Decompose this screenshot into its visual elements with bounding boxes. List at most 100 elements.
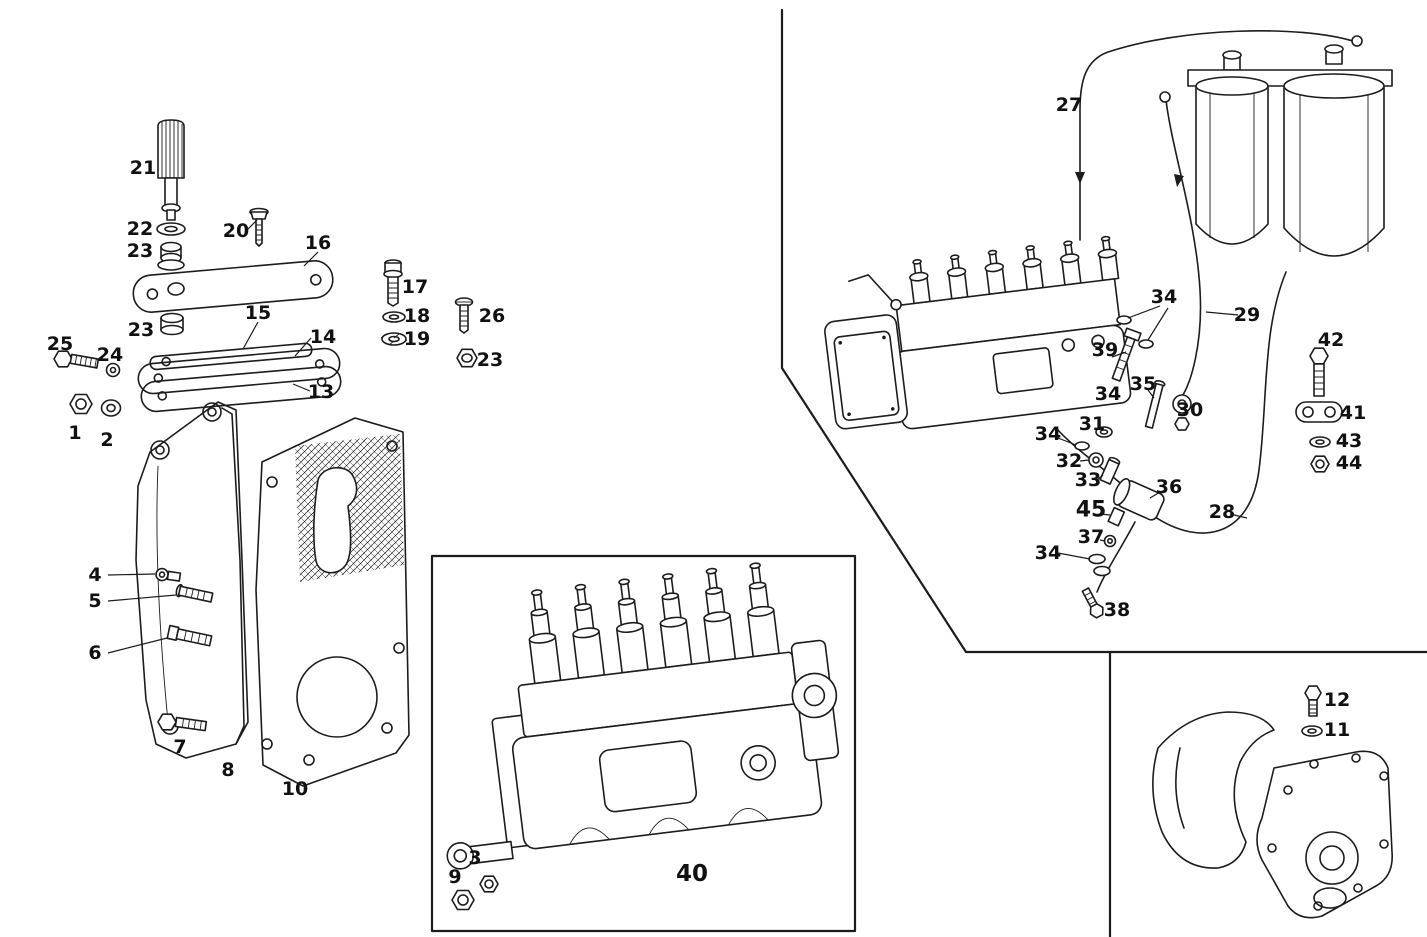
callout-32: 32 [1055, 450, 1083, 472]
callout-42: 42 [1317, 329, 1345, 351]
part-33-nipple [1099, 456, 1121, 485]
fuel-system-drawing [824, 30, 1393, 619]
part-21-pin [157, 119, 185, 221]
callout-4: 4 [88, 564, 102, 586]
callout-2: 2 [100, 429, 114, 451]
part-13-gasket [140, 365, 342, 413]
part-42-bolt [1309, 347, 1329, 397]
part-1-nut [69, 393, 93, 415]
part-34-washers-top [1116, 315, 1154, 349]
part-39-bolt [1111, 327, 1142, 382]
callout-33: 33 [1074, 469, 1102, 491]
callout-39: 39 [1091, 339, 1119, 361]
fuel-filters [1187, 44, 1393, 257]
part-9-nut [451, 889, 475, 911]
callout-43: 43 [1335, 430, 1363, 452]
part-12-screw [1304, 685, 1322, 717]
part-23-nut [456, 348, 478, 368]
callout-44: 44 [1335, 452, 1363, 474]
part-10-plate [255, 417, 410, 787]
timing-cover [1152, 711, 1393, 919]
callout-5: 5 [88, 590, 102, 612]
callout-14: 14 [309, 326, 337, 348]
callout-30: 30 [1176, 399, 1204, 421]
callout-10: 10 [281, 778, 309, 800]
callout-29: 29 [1233, 304, 1261, 326]
part-36-filter [1113, 478, 1165, 521]
part-16-cover-plate [132, 260, 334, 313]
callout-22: 22 [126, 218, 154, 240]
part-4-stud [155, 567, 182, 582]
callout-12: 12 [1323, 689, 1351, 711]
callout-23: 23 [476, 349, 504, 371]
part-18-washer [382, 311, 406, 323]
callout-11: 11 [1323, 719, 1351, 741]
part-3-nut [479, 875, 499, 893]
callout-34: 34 [1034, 542, 1062, 564]
callout-26: 26 [478, 305, 506, 327]
part-35-pin [1144, 380, 1166, 429]
part-32-ring [1088, 452, 1104, 468]
part-30-banjo-bolt [1172, 394, 1192, 431]
callout-34: 34 [1034, 423, 1062, 445]
part-23-collar-lower [160, 312, 184, 336]
injection-pump-inset-drawing [446, 560, 840, 911]
part-19-washer [380, 332, 408, 346]
section-dividers [430, 8, 1427, 937]
part-25-bolt [53, 350, 100, 369]
part-20-screw [249, 207, 269, 247]
callout-23: 23 [126, 240, 154, 262]
callout-36: 36 [1155, 476, 1183, 498]
callout-28: 28 [1208, 501, 1236, 523]
part-2-washer [100, 399, 122, 417]
callout-27: 27 [1055, 94, 1083, 116]
callout-9: 9 [448, 866, 462, 888]
callout-34: 34 [1094, 383, 1122, 405]
part-5-stud [175, 583, 214, 603]
part-34-washer-mid [1074, 441, 1090, 451]
callout-45: 45 [1075, 497, 1107, 523]
part-14-gasket [137, 347, 341, 395]
callout-24: 24 [96, 344, 124, 366]
callout-35: 35 [1129, 373, 1157, 395]
callout-6: 6 [88, 642, 102, 664]
callout-8: 8 [221, 759, 235, 781]
callout-1: 1 [68, 422, 82, 444]
callout-19: 19 [403, 328, 431, 350]
callout-13: 13 [307, 381, 335, 403]
part-45-fitting [1107, 506, 1126, 527]
cover-drawing [1152, 685, 1393, 919]
part-22-washer [156, 222, 186, 236]
part-23-collar-upper [157, 241, 185, 271]
callout-38: 38 [1103, 599, 1131, 621]
part-26-screw [454, 297, 474, 334]
callout-21: 21 [129, 157, 157, 179]
leader-lines-right [1057, 305, 1248, 560]
callout-16: 16 [304, 232, 332, 254]
part-8-bracket [135, 401, 249, 759]
bracket-assembly-drawing [53, 119, 478, 787]
callout-34: 34 [1150, 286, 1178, 308]
part-17-bolt [383, 259, 403, 307]
part-41-block [1295, 401, 1343, 423]
callout-37: 37 [1077, 526, 1105, 548]
part-44-nut [1310, 455, 1330, 473]
part-7-bolt [157, 713, 208, 732]
part-24-washer [105, 362, 121, 378]
part-31-washer [1095, 426, 1113, 438]
callout-31: 31 [1078, 413, 1106, 435]
callout-7: 7 [173, 736, 187, 758]
part-11-washer [1301, 725, 1323, 737]
callout-15: 15 [244, 302, 272, 324]
part-34-washers-bottom [1088, 553, 1111, 577]
part-38-bolt [1081, 587, 1104, 619]
callout-20: 20 [222, 220, 250, 242]
callout-18: 18 [403, 305, 431, 327]
callout-41: 41 [1339, 402, 1367, 424]
part-43-washer [1309, 436, 1331, 448]
part-6-stud [166, 624, 213, 647]
callout-23: 23 [127, 319, 155, 341]
leader-lines-left [107, 219, 319, 654]
